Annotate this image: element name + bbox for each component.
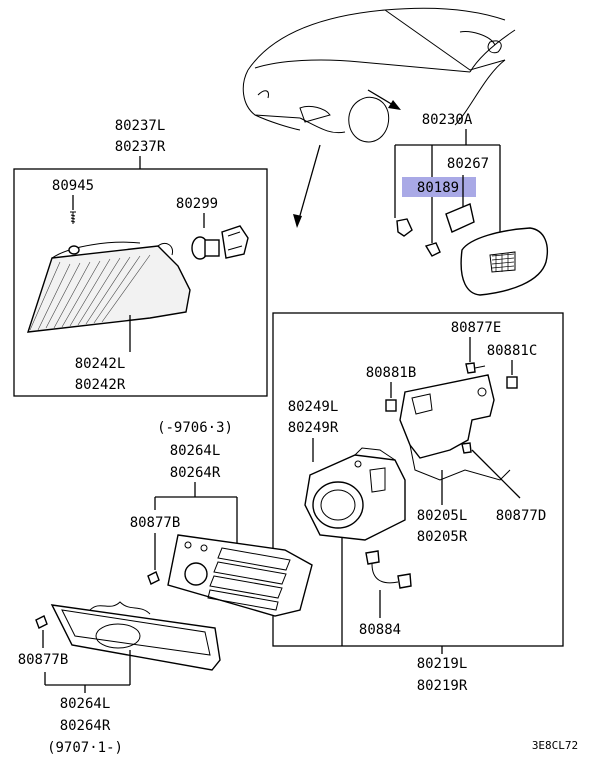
screw-80877B-lower-icon bbox=[35, 615, 48, 629]
label-80267[interactable]: 80267 bbox=[447, 156, 489, 172]
label-80205R[interactable]: 80205R bbox=[417, 529, 468, 545]
label-80242R[interactable]: 80242R bbox=[75, 377, 126, 393]
screw-80877B-upper-icon bbox=[147, 571, 160, 585]
label-80877E[interactable]: 80877E bbox=[451, 320, 502, 336]
label-80877B-upper[interactable]: 80877B bbox=[130, 515, 181, 531]
car-outline-illustration bbox=[242, 7, 516, 143]
label-80189[interactable]: 80189 bbox=[417, 180, 459, 196]
label-80264R-lower[interactable]: 80264R bbox=[60, 718, 111, 734]
label-80219R[interactable]: 80219R bbox=[417, 678, 468, 694]
label-80264R-upper[interactable]: 80264R bbox=[170, 465, 221, 481]
label-80249L[interactable]: 80249L bbox=[288, 399, 339, 415]
clip-80189-icon bbox=[396, 218, 413, 237]
label-80242L[interactable]: 80242L bbox=[75, 356, 126, 372]
bulb-80299-icon bbox=[191, 225, 249, 260]
fog-lamp-cover-upper-icon bbox=[167, 534, 313, 617]
bolt-80877E-icon bbox=[465, 362, 486, 374]
bracket-80205-icon bbox=[399, 374, 511, 481]
label-80877D[interactable]: 80877D bbox=[496, 508, 547, 524]
label-80881B[interactable]: 80881B bbox=[366, 365, 417, 381]
harness-80884-icon bbox=[365, 550, 412, 589]
highlight-80189 bbox=[402, 177, 476, 197]
label-80264L-upper[interactable]: 80264L bbox=[170, 443, 221, 459]
corner-lamp-80242-icon bbox=[26, 241, 191, 333]
label-80881C[interactable]: 80881C bbox=[487, 343, 538, 359]
label-80237L[interactable]: 80237L bbox=[115, 118, 166, 134]
date-range-upper: (-9706·3) bbox=[157, 420, 233, 436]
label-80877B-lower[interactable]: 80877B bbox=[18, 652, 69, 668]
label-80299[interactable]: 80299 bbox=[176, 196, 218, 212]
label-80237R[interactable]: 80237R bbox=[115, 139, 166, 155]
bracket-80267-icon bbox=[445, 203, 475, 233]
diagram-code: 3E8CL72 bbox=[532, 739, 578, 752]
label-80219L[interactable]: 80219L bbox=[417, 656, 468, 672]
side-marker-lamp-icon bbox=[460, 227, 548, 296]
screw-80945-icon bbox=[70, 211, 76, 224]
bolt-80877D-icon bbox=[461, 442, 472, 454]
nut-80881C-icon bbox=[506, 376, 518, 389]
date-range-lower: (9707·1-) bbox=[47, 740, 123, 756]
fog-lamp-group-box bbox=[272, 312, 564, 647]
label-80264L-lower[interactable]: 80264L bbox=[60, 696, 111, 712]
nut-80881B-icon bbox=[385, 399, 397, 412]
fog-lamp-cover-lower-icon bbox=[50, 601, 221, 671]
label-80945[interactable]: 80945 bbox=[52, 178, 94, 194]
socket-icon bbox=[424, 242, 441, 257]
label-80230A[interactable]: 80230A bbox=[422, 112, 473, 128]
arrow-to-corner-lamp bbox=[296, 144, 321, 227]
fog-lamp-80249-icon bbox=[304, 447, 406, 541]
label-80884[interactable]: 80884 bbox=[359, 622, 401, 638]
label-80249R[interactable]: 80249R bbox=[288, 420, 339, 436]
label-80205L[interactable]: 80205L bbox=[417, 508, 468, 524]
